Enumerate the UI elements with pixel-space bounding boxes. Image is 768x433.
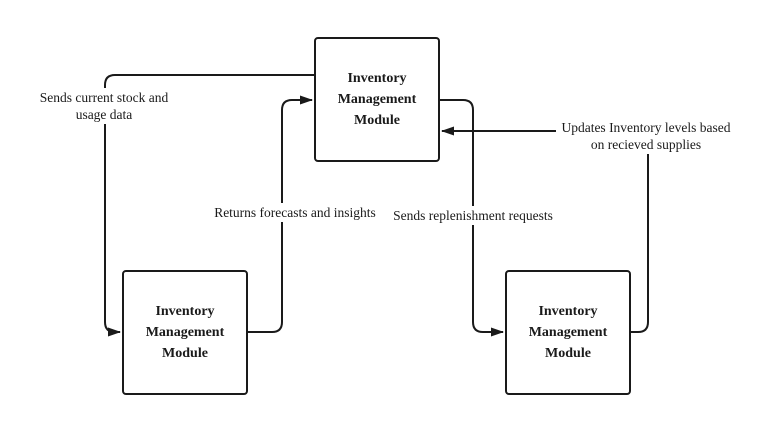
node-label: Inventory Management Module [145,304,225,361]
edge-sends-stock-line [104,74,314,337]
edge-label-returns-forecasts: Returns forecasts and insights [200,203,390,222]
edge-label-line: on recieved supplies [590,137,702,152]
edge-label-line: Sends current stock and [39,90,169,105]
node-label: Inventory Management Module [528,304,608,361]
edge-label-sends-stock: Sends current stock and usage data [29,88,179,124]
node-inventory-management-bottom-right: Inventory Management Module [505,270,631,395]
edge-label-updates-inventory: Updates Inventory levels based on reciev… [556,118,736,154]
node-inventory-management-top: Inventory Management Module [314,37,440,162]
edge-label-sends-replenishment: Sends replenishment requests [385,206,561,225]
node-label: Inventory Management Module [337,71,417,128]
edge-label-line: Updates Inventory levels based [561,120,731,135]
edge-label-line: usage data [75,107,133,122]
node-inventory-management-bottom-left: Inventory Management Module [122,270,248,395]
